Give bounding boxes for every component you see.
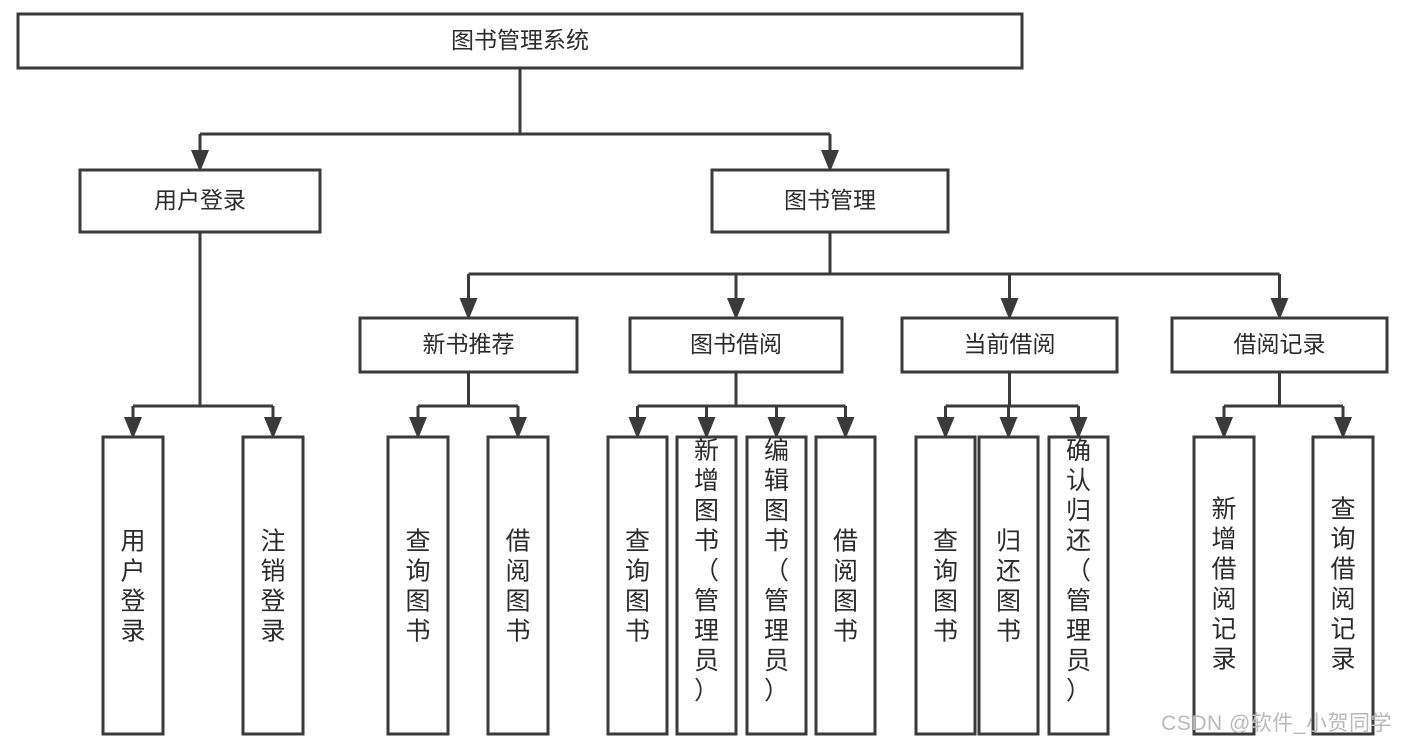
node-leaf-logout[interactable]: 注销登录 [241, 435, 305, 736]
csdn-watermark: CSDN @软件_小贺同学 [1161, 712, 1392, 735]
node-box-leaf-borrow-book-rec [486, 435, 550, 736]
node-box-leaf-logout [241, 435, 305, 736]
arrow-head-icon [836, 417, 855, 439]
node-leaf-query-book[interactable]: 查询图书 [606, 435, 669, 736]
node-leaf-query-record[interactable]: 查询借阅记录 [1311, 435, 1375, 736]
node-label-book-management: 图书管理 [784, 187, 876, 213]
arrow-head-icon [767, 417, 786, 439]
node-label-new-book-recommend: 新书推荐 [423, 331, 515, 357]
node-label-leaf-add-book: 新增图书（管理员） [694, 437, 719, 705]
arrow-head-icon [191, 150, 209, 172]
node-label-leaf-return-book: 归还图书 [996, 528, 1021, 646]
node-book-management[interactable]: 图书管理 [710, 168, 950, 234]
arrow-head-icon [1000, 298, 1019, 320]
node-label-leaf-borrow-book-rec: 借阅图书 [505, 528, 530, 646]
node-box-book-borrow [628, 316, 844, 374]
node-label-leaf-query-book: 查询图书 [625, 528, 650, 646]
node-leaf-query-book-rec[interactable]: 查询图书 [386, 435, 450, 736]
node-new-book-recommend[interactable]: 新书推荐 [358, 316, 579, 374]
node-label-current-borrow: 当前借阅 [964, 331, 1056, 357]
node-box-leaf-return-book [977, 435, 1040, 736]
node-box-leaf-query-book [606, 435, 669, 736]
node-box-leaf-user-login [101, 435, 165, 736]
node-leaf-borrow-book[interactable]: 借阅图书 [814, 435, 877, 736]
node-label-book-borrow: 图书借阅 [690, 331, 782, 357]
node-root[interactable]: 图书管理系统 [16, 12, 1024, 70]
arrow-head-icon [264, 417, 282, 439]
node-label-borrow-record: 借阅记录 [1234, 331, 1326, 357]
node-box-leaf-borrow-book [814, 435, 877, 736]
node-label-leaf-user-login: 用户登录 [120, 528, 145, 646]
node-label-leaf-borrow-book: 借阅图书 [833, 528, 858, 646]
arrow-head-icon [1069, 417, 1088, 439]
node-label-leaf-edit-book: 编辑图书（管理员） [764, 437, 789, 705]
node-label-leaf-confirm-return: 确认归还（管理员） [1066, 437, 1091, 705]
node-leaf-return-book[interactable]: 归还图书 [977, 435, 1040, 736]
node-box-new-book-recommend [358, 316, 579, 374]
node-label-leaf-query-book-rec: 查询图书 [405, 528, 430, 646]
node-box-root [16, 12, 1024, 70]
node-label-leaf-query-record: 查询借阅记录 [1330, 496, 1355, 674]
arrow-head-icon [1270, 298, 1289, 320]
node-leaf-add-book[interactable]: 新增图书（管理员） [675, 435, 738, 736]
node-label-root: 图书管理系统 [451, 27, 589, 53]
node-box-leaf-query-record [1311, 435, 1375, 736]
arrow-head-icon [459, 298, 478, 320]
arrow-head-icon [1334, 417, 1352, 439]
node-leaf-user-login[interactable]: 用户登录 [101, 435, 165, 736]
node-leaf-borrow-book-rec[interactable]: 借阅图书 [486, 435, 550, 736]
node-leaf-confirm-return[interactable]: 确认归还（管理员） [1047, 435, 1110, 736]
node-borrow-record[interactable]: 借阅记录 [1170, 316, 1389, 374]
node-box-borrow-record [1170, 316, 1389, 374]
node-label-leaf-query-book-cur: 查询图书 [933, 528, 958, 646]
node-book-borrow[interactable]: 图书借阅 [628, 316, 844, 374]
arrow-head-icon [697, 417, 716, 439]
node-layer: 图书管理系统用户登录图书管理新书推荐图书借阅当前借阅借阅记录用户登录注销登录查询… [16, 12, 1389, 736]
node-leaf-edit-book[interactable]: 编辑图书（管理员） [745, 435, 808, 736]
arrow-head-icon [628, 417, 647, 439]
node-leaf-query-book-cur[interactable]: 查询图书 [914, 435, 977, 736]
node-box-leaf-query-book-cur [914, 435, 977, 736]
node-box-user-login [78, 168, 322, 234]
node-box-book-management [710, 168, 950, 234]
node-box-leaf-add-record [1192, 435, 1256, 736]
node-box-leaf-confirm-return [1047, 435, 1110, 736]
arrow-head-icon [727, 298, 745, 320]
connector-layer [124, 68, 1352, 439]
node-user-login[interactable]: 用户登录 [78, 168, 322, 234]
arrow-head-icon [124, 417, 142, 439]
arrow-head-icon [821, 150, 839, 172]
node-box-leaf-edit-book [745, 435, 808, 736]
node-label-leaf-logout: 注销登录 [260, 528, 285, 646]
node-label-user-login: 用户登录 [154, 187, 246, 213]
node-leaf-add-record[interactable]: 新增借阅记录 [1192, 435, 1256, 736]
arrow-head-icon [409, 417, 427, 439]
node-box-current-borrow [900, 316, 1119, 374]
node-box-leaf-query-book-rec [386, 435, 450, 736]
node-box-leaf-add-book [675, 435, 738, 736]
node-label-leaf-add-record: 新增借阅记录 [1211, 496, 1236, 674]
arrow-head-icon [509, 417, 527, 439]
node-current-borrow[interactable]: 当前借阅 [900, 316, 1119, 374]
arrow-head-icon [999, 417, 1018, 439]
arrow-head-icon [936, 417, 955, 439]
arrow-head-icon [1215, 417, 1233, 439]
